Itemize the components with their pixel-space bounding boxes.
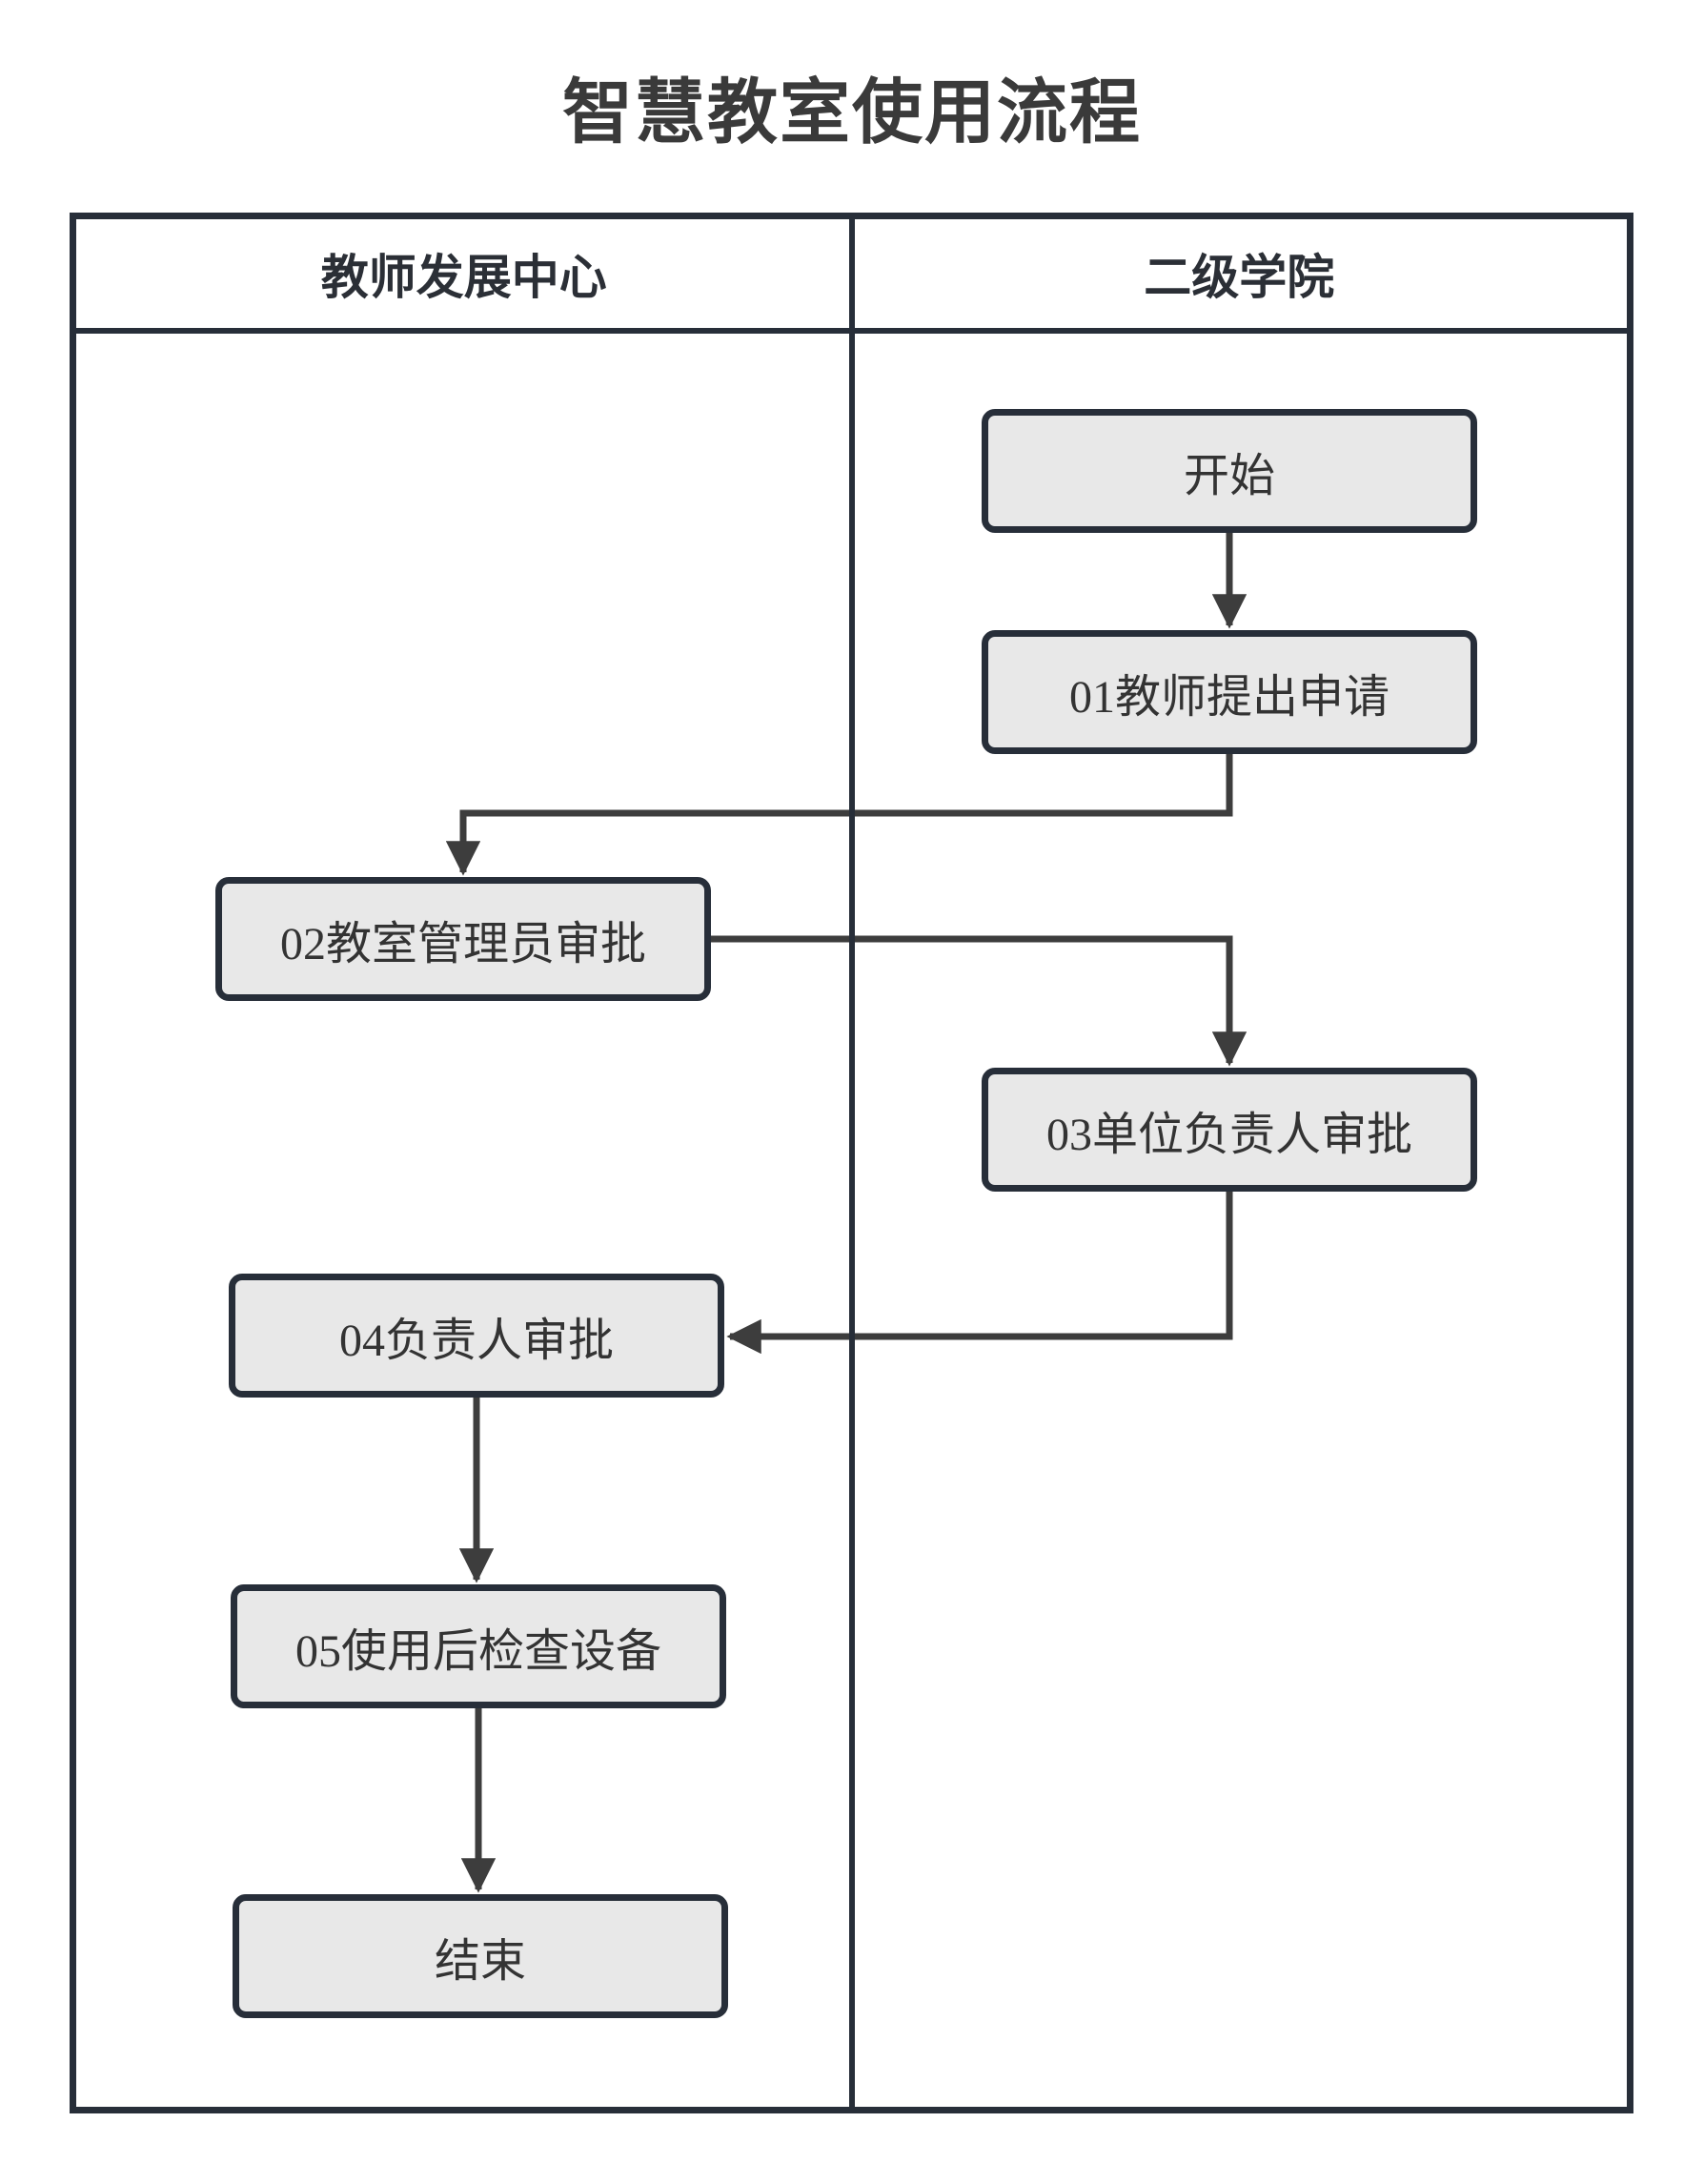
swimlane-frame: 教师发展中心 二级学院 xyxy=(70,213,1633,2113)
lane-header-teacher-center: 教师发展中心 xyxy=(320,251,607,304)
page-title: 智慧教室使用流程 xyxy=(562,72,1142,152)
node-step-02: 02教室管理员审批 xyxy=(215,877,711,1001)
node-start: 开始 xyxy=(982,409,1477,533)
node-step-01: 01教师提出申请 xyxy=(982,630,1477,754)
node-step-05: 05使用后检查设备 xyxy=(231,1584,726,1708)
node-end: 结束 xyxy=(233,1894,728,2018)
node-step-04: 04负责人审批 xyxy=(229,1274,724,1398)
lane-header-secondary-college: 二级学院 xyxy=(1144,251,1335,304)
lane-divider xyxy=(848,219,855,2107)
node-step-03: 03单位负责人审批 xyxy=(982,1068,1477,1192)
